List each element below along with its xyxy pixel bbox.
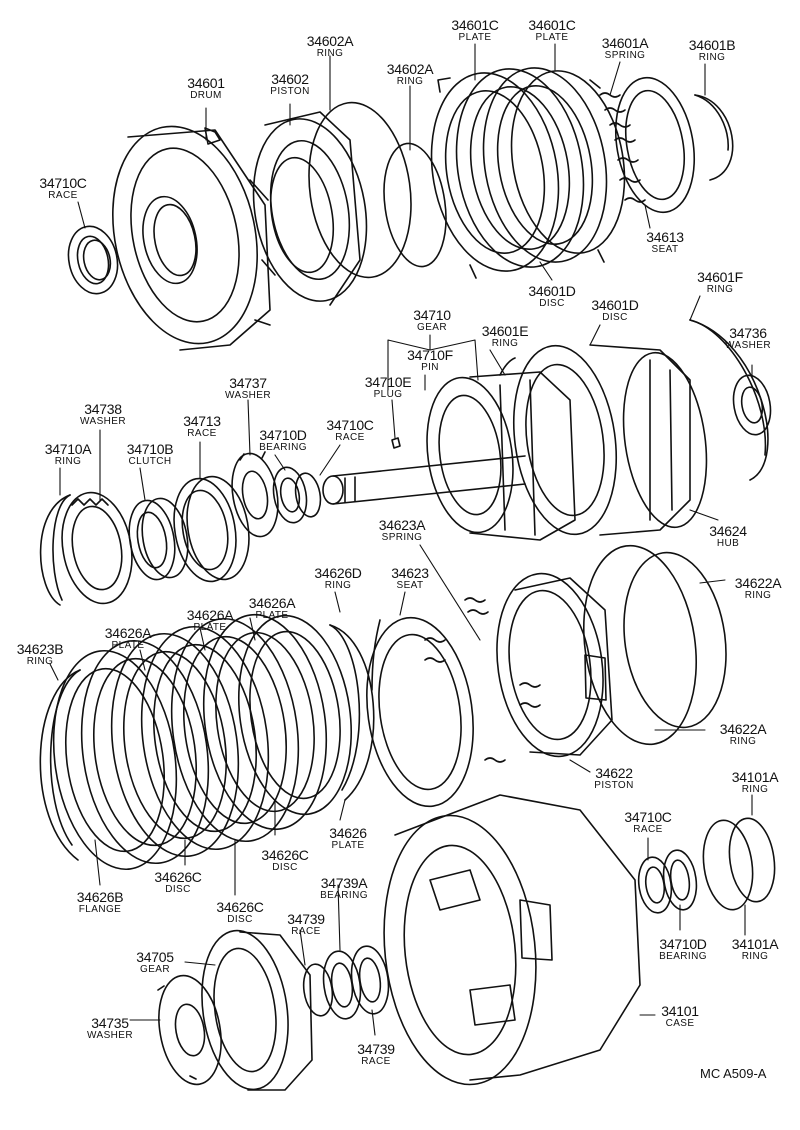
ring-34601e-drawing	[499, 357, 516, 376]
bearing-34710d-race-34710c-bottom-drawing	[637, 849, 698, 914]
plug-34710e-drawing	[391, 437, 401, 449]
spring-34623a-drawing	[424, 597, 541, 763]
washer-34735-drawing	[157, 974, 222, 1086]
ring-34602a-drawings	[308, 101, 447, 279]
ring-34601b-drawing	[694, 94, 734, 181]
diagram-code: MC A509-A	[700, 1066, 767, 1081]
ring-34710a-drawing	[39, 494, 71, 606]
spring-seat-34613-drawing	[599, 76, 696, 214]
case-34101-drawing	[383, 794, 641, 1086]
seat-34623-drawing	[366, 616, 474, 808]
gear-carrier-34710-drawing	[426, 371, 576, 541]
hub-34624-drawing	[512, 344, 708, 536]
ring-34623b-drawing	[39, 669, 81, 861]
washer-34738-drawing	[61, 491, 133, 605]
race-34713-drawing	[173, 475, 250, 583]
bearing-34739a-race-34739-drawing	[302, 945, 390, 1020]
washer-34737-drawing	[231, 451, 279, 538]
clutch-pack-34601-drawing	[430, 67, 626, 279]
race-34710c-top-drawing	[67, 225, 119, 295]
piston-34602-drawing	[252, 111, 368, 306]
bearing-34710d-race-34710c-drawing	[272, 466, 322, 524]
ring-34101a-drawings	[702, 817, 776, 911]
clutch-34710b-drawing	[128, 497, 189, 581]
ring-34622a-drawings	[582, 544, 727, 746]
gear-34705-drawing	[201, 929, 313, 1091]
piston-34622-drawing	[496, 572, 613, 758]
leader-lines	[49, 43, 753, 1036]
washer-34736-drawing	[732, 374, 772, 436]
drum-34601-drawing	[112, 125, 276, 351]
clutch-pack-34626-drawing	[52, 613, 353, 871]
shaft-drawing	[322, 455, 526, 505]
ring-34626d-drawing	[329, 624, 375, 801]
